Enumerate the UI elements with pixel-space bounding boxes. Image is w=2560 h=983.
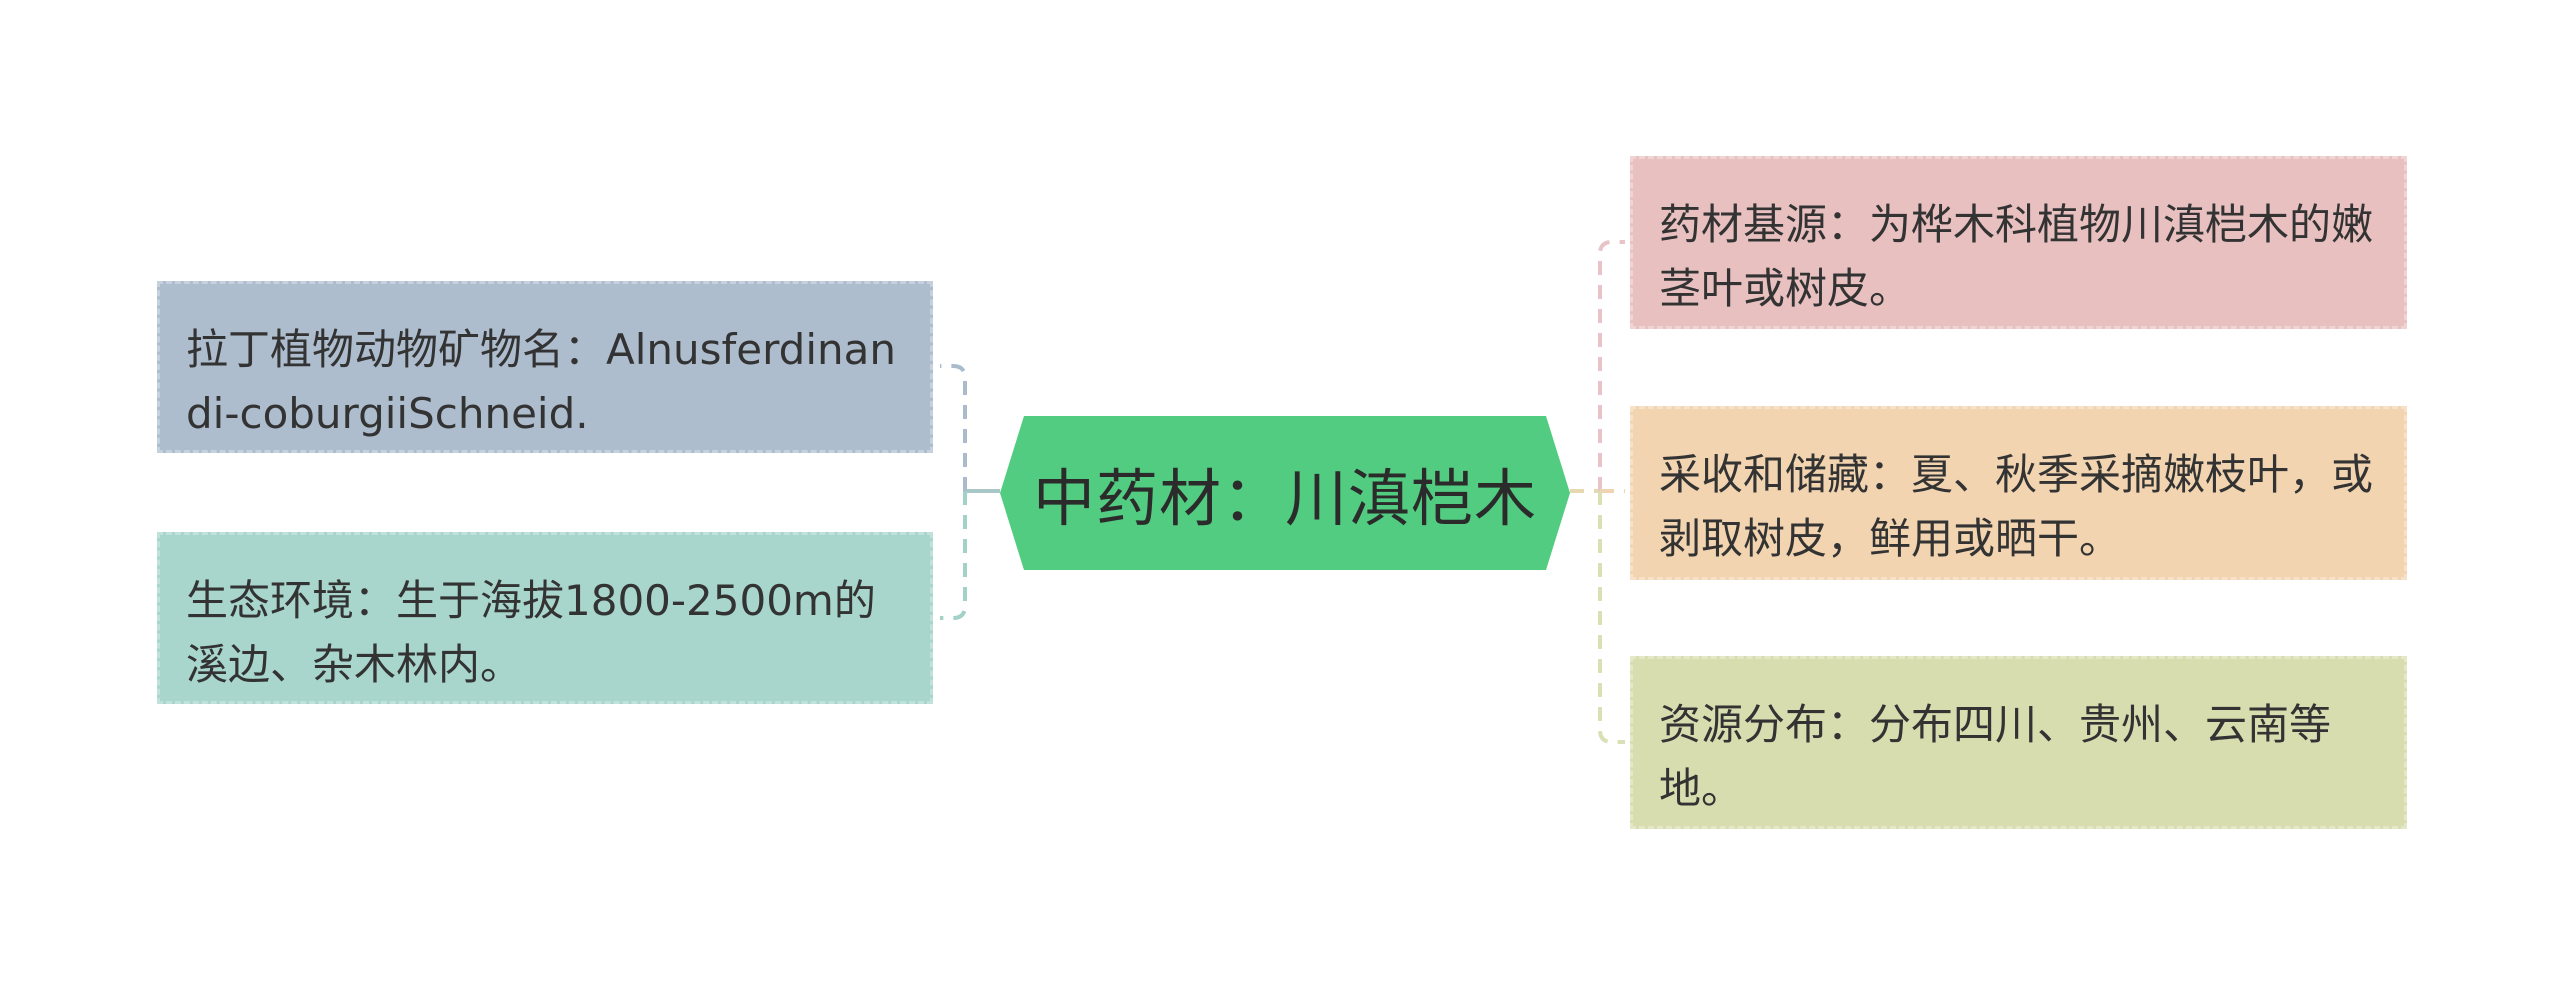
topic-habitat[interactable]: 生态环境：生于海拔1800-2500m的溪边、杂木林内。 [157, 532, 933, 704]
connector-right-1 [1598, 240, 1625, 491]
central-hexagon-shape [1000, 416, 1570, 570]
central-topic-label: 中药材：川滇桤木 [1032, 462, 1537, 535]
connector-left-1 [940, 364, 967, 491]
topic-latin-name[interactable]: 拉丁植物动物矿物名：Alnusferdinandi-coburgiiSchnei… [157, 281, 933, 453]
connector-left-2 [940, 491, 967, 620]
connector-right-3 [1598, 491, 1625, 744]
topic-distribution[interactable]: 资源分布：分布四川、贵州、云南等地。 [1630, 656, 2407, 829]
topic-harvest-storage[interactable]: 采收和储藏：夏、秋季采摘嫩枝叶，或剥取树皮，鲜用或晒干。 [1630, 406, 2407, 580]
topic-medicinal-source[interactable]: 药材基源：为桦木科植物川滇桤木的嫩茎叶或树皮。 [1630, 156, 2407, 329]
central-topic[interactable]: 中药材：川滇桤木 [1000, 416, 1570, 570]
